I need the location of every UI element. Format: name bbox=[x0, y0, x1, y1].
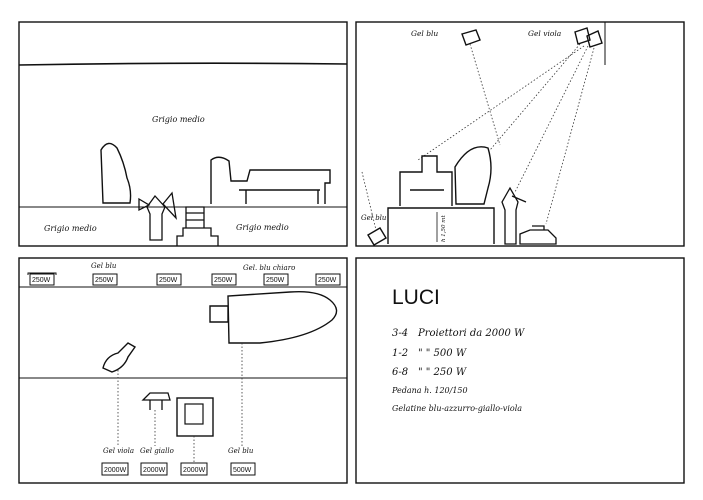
panel-frame bbox=[18, 257, 348, 484]
harp-plan-icon bbox=[102, 342, 137, 373]
legend-row-ids: 3-4 bbox=[392, 328, 408, 339]
gel-label-floor: Gel blu bbox=[361, 214, 387, 222]
light-beams bbox=[361, 43, 595, 231]
legend-note-platform: Pedana h. 120/150 bbox=[391, 386, 468, 395]
top-gel-left: Gel blu bbox=[91, 262, 117, 270]
grand-piano-icon bbox=[210, 156, 331, 204]
lamp-leads bbox=[117, 343, 243, 462]
bottom-gel-viola: Gel viola bbox=[103, 447, 134, 455]
spotlight-icon bbox=[574, 27, 591, 45]
top-lamp: 250W bbox=[315, 273, 341, 286]
stool-plan-icon bbox=[141, 392, 171, 410]
svg-text:250W: 250W bbox=[266, 277, 285, 284]
spotlight-icon bbox=[461, 29, 481, 46]
platform-icon bbox=[387, 207, 495, 244]
grand-piano-plan-icon bbox=[209, 290, 338, 344]
spotlight-icon bbox=[586, 30, 603, 48]
svg-text:2000W: 2000W bbox=[104, 467, 127, 474]
top-lamp: 250W bbox=[156, 273, 182, 286]
upright-piano-icon bbox=[399, 155, 453, 206]
gel-label-left: Gel blu bbox=[411, 29, 438, 38]
svg-text:250W: 250W bbox=[159, 277, 178, 284]
bottom-lamp: 2000W bbox=[140, 462, 168, 476]
height-mark-text: h 1,50 mt bbox=[441, 214, 447, 242]
bottom-lamp: 500W bbox=[230, 462, 256, 476]
legend-row-text: Proiettori da 2000 W bbox=[417, 328, 525, 339]
svg-text:250W: 250W bbox=[95, 277, 114, 284]
bottom-gel-giallo: Gel giallo bbox=[140, 447, 174, 455]
panel-frame bbox=[355, 21, 685, 247]
panel-bottom-right: LUCI 3-4 Proiettori da 2000 W 1-2 " " 50… bbox=[355, 257, 685, 484]
bottom-gel-blu: Gel blu bbox=[228, 447, 254, 455]
harp-icon bbox=[454, 146, 492, 205]
label-floor-left: Grigio medio bbox=[44, 224, 97, 233]
top-lamp: 250W bbox=[211, 273, 237, 286]
panel-frame bbox=[18, 21, 348, 247]
floor-equipment-icon bbox=[519, 225, 557, 245]
legend-title: LUCI bbox=[392, 286, 440, 309]
drum-riser-icon bbox=[176, 397, 214, 437]
top-lamp: 250W bbox=[27, 272, 57, 286]
drum-icon bbox=[184, 403, 204, 425]
legend-row-ids: 6-8 bbox=[392, 367, 408, 378]
spotlight-icon bbox=[367, 227, 387, 246]
panel-frame bbox=[355, 257, 685, 484]
bottom-lamp: 2000W bbox=[180, 462, 208, 476]
legend-row-ids: 1-2 bbox=[392, 348, 408, 359]
svg-text:250W: 250W bbox=[214, 277, 233, 284]
gel-label-right: Gel viola bbox=[528, 29, 561, 38]
performer-icon bbox=[501, 186, 527, 245]
backdrop-line bbox=[18, 62, 348, 66]
svg-text:2000W: 2000W bbox=[183, 467, 206, 474]
panel-top-left: Grigio medio Grigio medio Grigio medio bbox=[18, 21, 348, 247]
performer-icon bbox=[138, 191, 177, 241]
legend-row-text: " " 500 W bbox=[418, 348, 467, 359]
bottom-lamp: 2000W bbox=[101, 462, 129, 476]
podium-icon bbox=[176, 206, 219, 246]
svg-text:250W: 250W bbox=[32, 277, 51, 284]
panel-bottom-left: Gel blu Gel. blu chiaro 250W 250W 250W 2… bbox=[18, 257, 348, 484]
top-lamp: 250W bbox=[263, 273, 289, 286]
panel-top-right: Gel blu Gel viola Gel blu h 1,50 mt bbox=[355, 21, 685, 247]
top-lamp: 250W bbox=[92, 273, 118, 286]
legend-note-gels: Gelatine blu-azzurro-giallo-viola bbox=[392, 404, 522, 413]
legend-row-text: " " 250 W bbox=[418, 367, 467, 378]
label-backdrop: Grigio medio bbox=[152, 115, 205, 124]
label-floor-right: Grigio medio bbox=[236, 223, 289, 232]
svg-text:500W: 500W bbox=[233, 467, 252, 474]
harp-icon bbox=[100, 142, 132, 204]
svg-text:250W: 250W bbox=[318, 277, 337, 284]
svg-text:2000W: 2000W bbox=[143, 467, 166, 474]
top-gel-right: Gel. blu chiaro bbox=[243, 264, 295, 272]
